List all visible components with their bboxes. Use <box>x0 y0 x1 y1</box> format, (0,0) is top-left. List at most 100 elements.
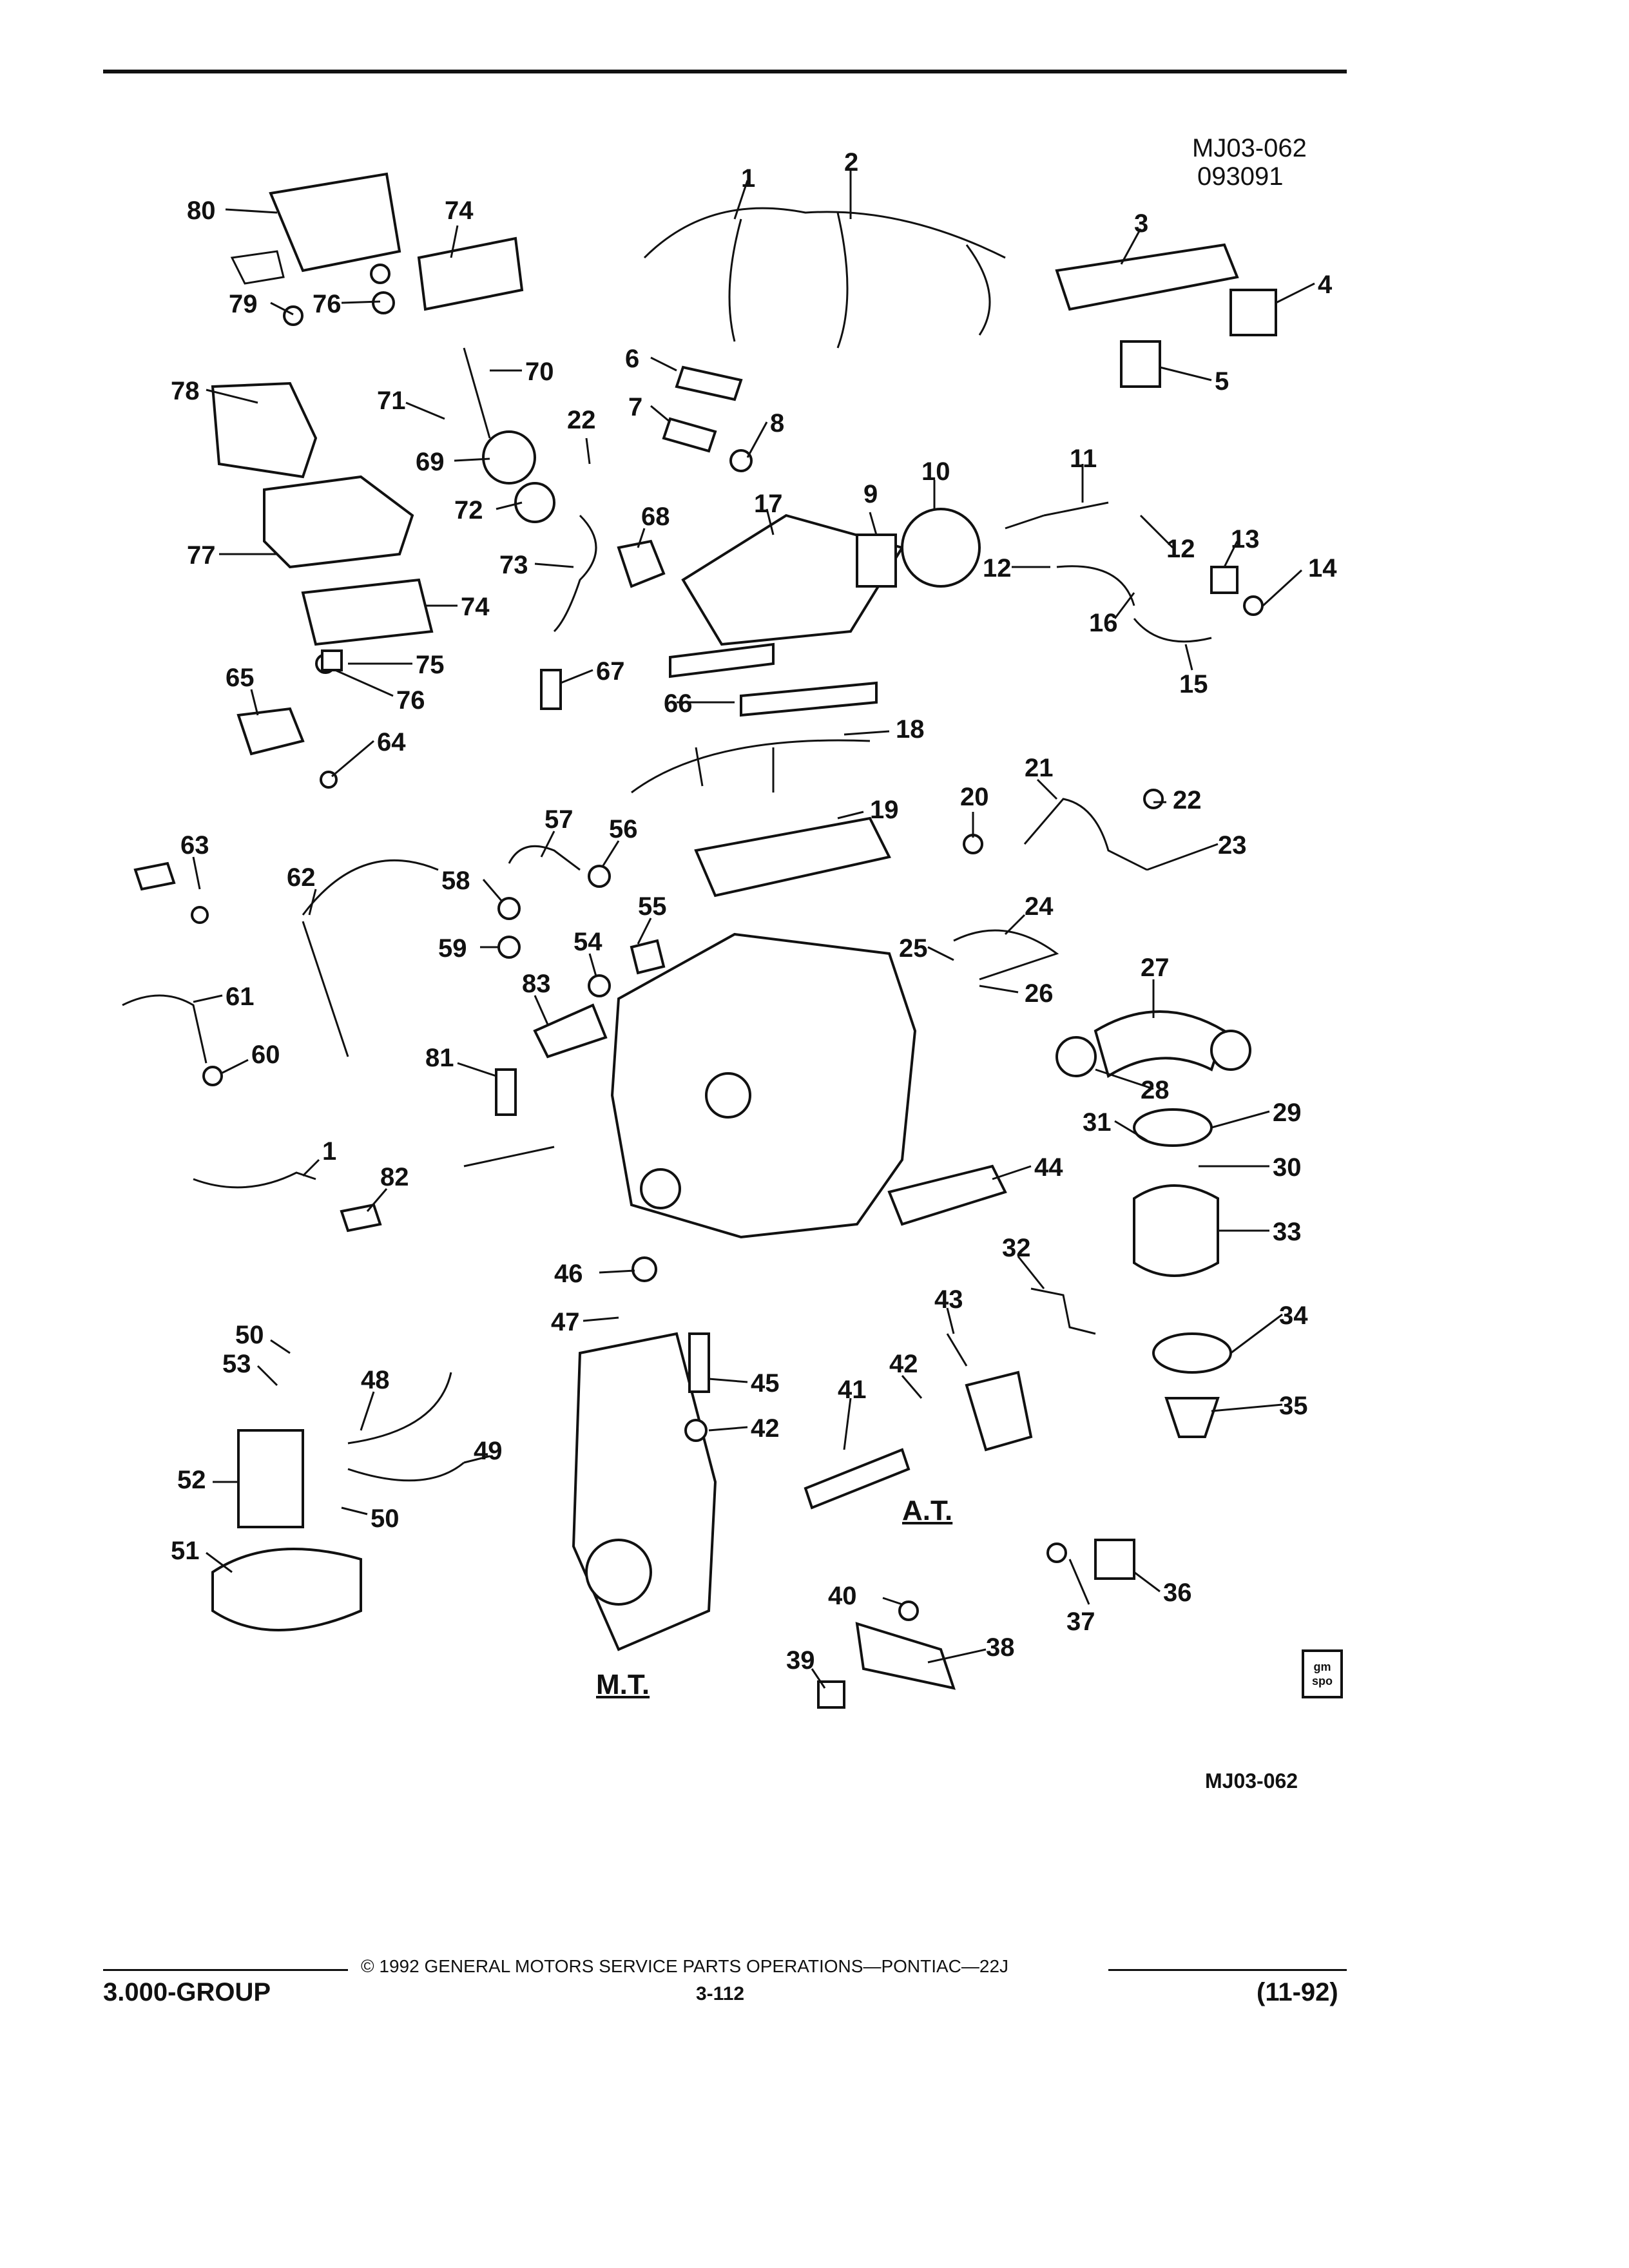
callout-49: 49 <box>474 1437 503 1465</box>
part-33-air-cleaner <box>1133 1184 1219 1277</box>
footer-rule-right <box>1108 1969 1347 1971</box>
callout-50b: 50 <box>371 1504 400 1533</box>
callout-8: 8 <box>770 409 784 437</box>
callout-3: 3 <box>1134 209 1148 238</box>
callout-4: 4 <box>1318 271 1333 299</box>
callout-36: 36 <box>1163 1579 1192 1607</box>
callout-74: 74 <box>445 197 474 225</box>
callout-2: 2 <box>844 148 858 177</box>
callout-39: 39 <box>786 1646 815 1675</box>
callout-60: 60 <box>251 1041 280 1069</box>
part-72-gasket <box>514 482 555 523</box>
part-83-bracket <box>533 1003 608 1059</box>
part-manual-transmission <box>572 1332 717 1651</box>
callout-62: 62 <box>287 863 316 892</box>
callout-71: 71 <box>377 387 406 415</box>
part-27-air-duct <box>1055 1010 1251 1079</box>
callout-25: 25 <box>899 934 928 963</box>
callout-5: 5 <box>1215 367 1229 396</box>
part-51-fuel-sender-plate <box>211 1548 362 1631</box>
callout-11: 11 <box>1070 445 1097 473</box>
footer-date: (11-92) <box>1257 1978 1338 2006</box>
part-16-hose <box>1056 565 1135 606</box>
illustration-code-bottom: MJ03-062 <box>1205 1769 1298 1792</box>
callout-82: 82 <box>380 1163 409 1191</box>
part-5-clip <box>1120 340 1161 388</box>
callout-43: 43 <box>934 1285 963 1314</box>
callout-29: 29 <box>1273 1099 1302 1127</box>
callout-66: 66 <box>664 689 693 718</box>
callout-69: 69 <box>416 448 445 476</box>
callout-47: 47 <box>551 1308 580 1336</box>
callout-46: 46 <box>554 1260 583 1288</box>
callout-1b: 1 <box>322 1137 336 1166</box>
callout-24: 24 <box>1025 892 1054 921</box>
callout-54: 54 <box>574 928 602 956</box>
part-58-59-valve <box>497 897 521 959</box>
top-rule <box>103 70 1347 73</box>
callout-61: 61 <box>226 983 255 1011</box>
callout-76: 76 <box>313 290 342 318</box>
part-65-relay <box>236 707 338 789</box>
part-73-egr-tube <box>553 514 597 633</box>
callout-40: 40 <box>828 1582 857 1610</box>
callout-55: 55 <box>638 892 667 921</box>
callout-75: 75 <box>416 651 445 679</box>
callout-70: 70 <box>525 358 554 386</box>
footer-copyright: © 1992 GENERAL MOTORS SERVICE PARTS OPER… <box>361 1956 1009 1976</box>
callout-72: 72 <box>454 496 483 524</box>
callout-7: 7 <box>628 393 642 421</box>
gm-spo-logo: gm spo <box>1302 1649 1343 1698</box>
callout-18: 18 <box>896 715 925 744</box>
part-3-bracket <box>1055 243 1239 311</box>
callout-63: 63 <box>180 831 209 860</box>
callout-28: 28 <box>1141 1076 1170 1104</box>
callout-12a: 12 <box>983 554 1012 582</box>
part-52-fuel-pump <box>237 1429 304 1528</box>
part-36-37-relay <box>1046 1539 1135 1580</box>
callout-77: 77 <box>187 541 216 570</box>
part-20-23-fuel-lines <box>963 789 1164 871</box>
part-54-55-sensors <box>588 939 666 997</box>
callout-15: 15 <box>1179 670 1208 698</box>
callout-26: 26 <box>1025 979 1054 1008</box>
part-62-vacuum-harness <box>302 859 439 1057</box>
part-4-relay <box>1229 289 1277 336</box>
callout-27: 27 <box>1141 954 1170 982</box>
callout-80: 80 <box>187 197 216 225</box>
part-69-egr-valve <box>463 347 536 485</box>
callout-53: 53 <box>222 1350 251 1378</box>
callout-74b: 74 <box>461 593 490 621</box>
part-44-bracket <box>887 1164 1007 1226</box>
callout-57: 57 <box>545 805 574 834</box>
callout-1: 1 <box>741 164 755 193</box>
part-48-49-hoses <box>347 1372 465 1482</box>
callout-67: 67 <box>596 657 625 686</box>
callout-16: 16 <box>1089 609 1118 637</box>
callout-10: 10 <box>921 457 950 486</box>
part-63-sensor <box>133 861 209 924</box>
footer-group: 3.000-GROUP <box>103 1978 271 2006</box>
automatic-transmission-label: A.T. <box>902 1495 953 1526</box>
callout-78: 78 <box>171 377 200 405</box>
part-74-control-module <box>417 236 524 311</box>
part-34-35-mount <box>1152 1332 1232 1438</box>
part-13-14-sensor <box>1210 566 1264 616</box>
callout-35: 35 <box>1279 1392 1308 1420</box>
callout-numbers: 80 74 79 76 78 71 70 22 69 72 77 73 68 7… <box>171 148 1337 1675</box>
callout-44: 44 <box>1034 1153 1063 1182</box>
callout-45: 45 <box>751 1369 780 1398</box>
callout-81: 81 <box>425 1044 454 1072</box>
part-81-sensor <box>463 1068 555 1168</box>
part-19-fuel-rail <box>694 816 891 898</box>
callout-64: 64 <box>377 728 406 756</box>
part-32-43-brackets <box>946 1287 1096 1367</box>
part-11-hose <box>1043 501 1109 517</box>
callout-76b: 76 <box>396 686 425 715</box>
part-9-gasket <box>856 533 897 588</box>
illustration-id: MJ03-062 <box>1192 134 1307 162</box>
callout-30: 30 <box>1273 1153 1302 1182</box>
callout-73: 73 <box>499 551 528 579</box>
callout-59: 59 <box>438 934 467 963</box>
illustration-date-code: 093091 <box>1197 162 1284 191</box>
